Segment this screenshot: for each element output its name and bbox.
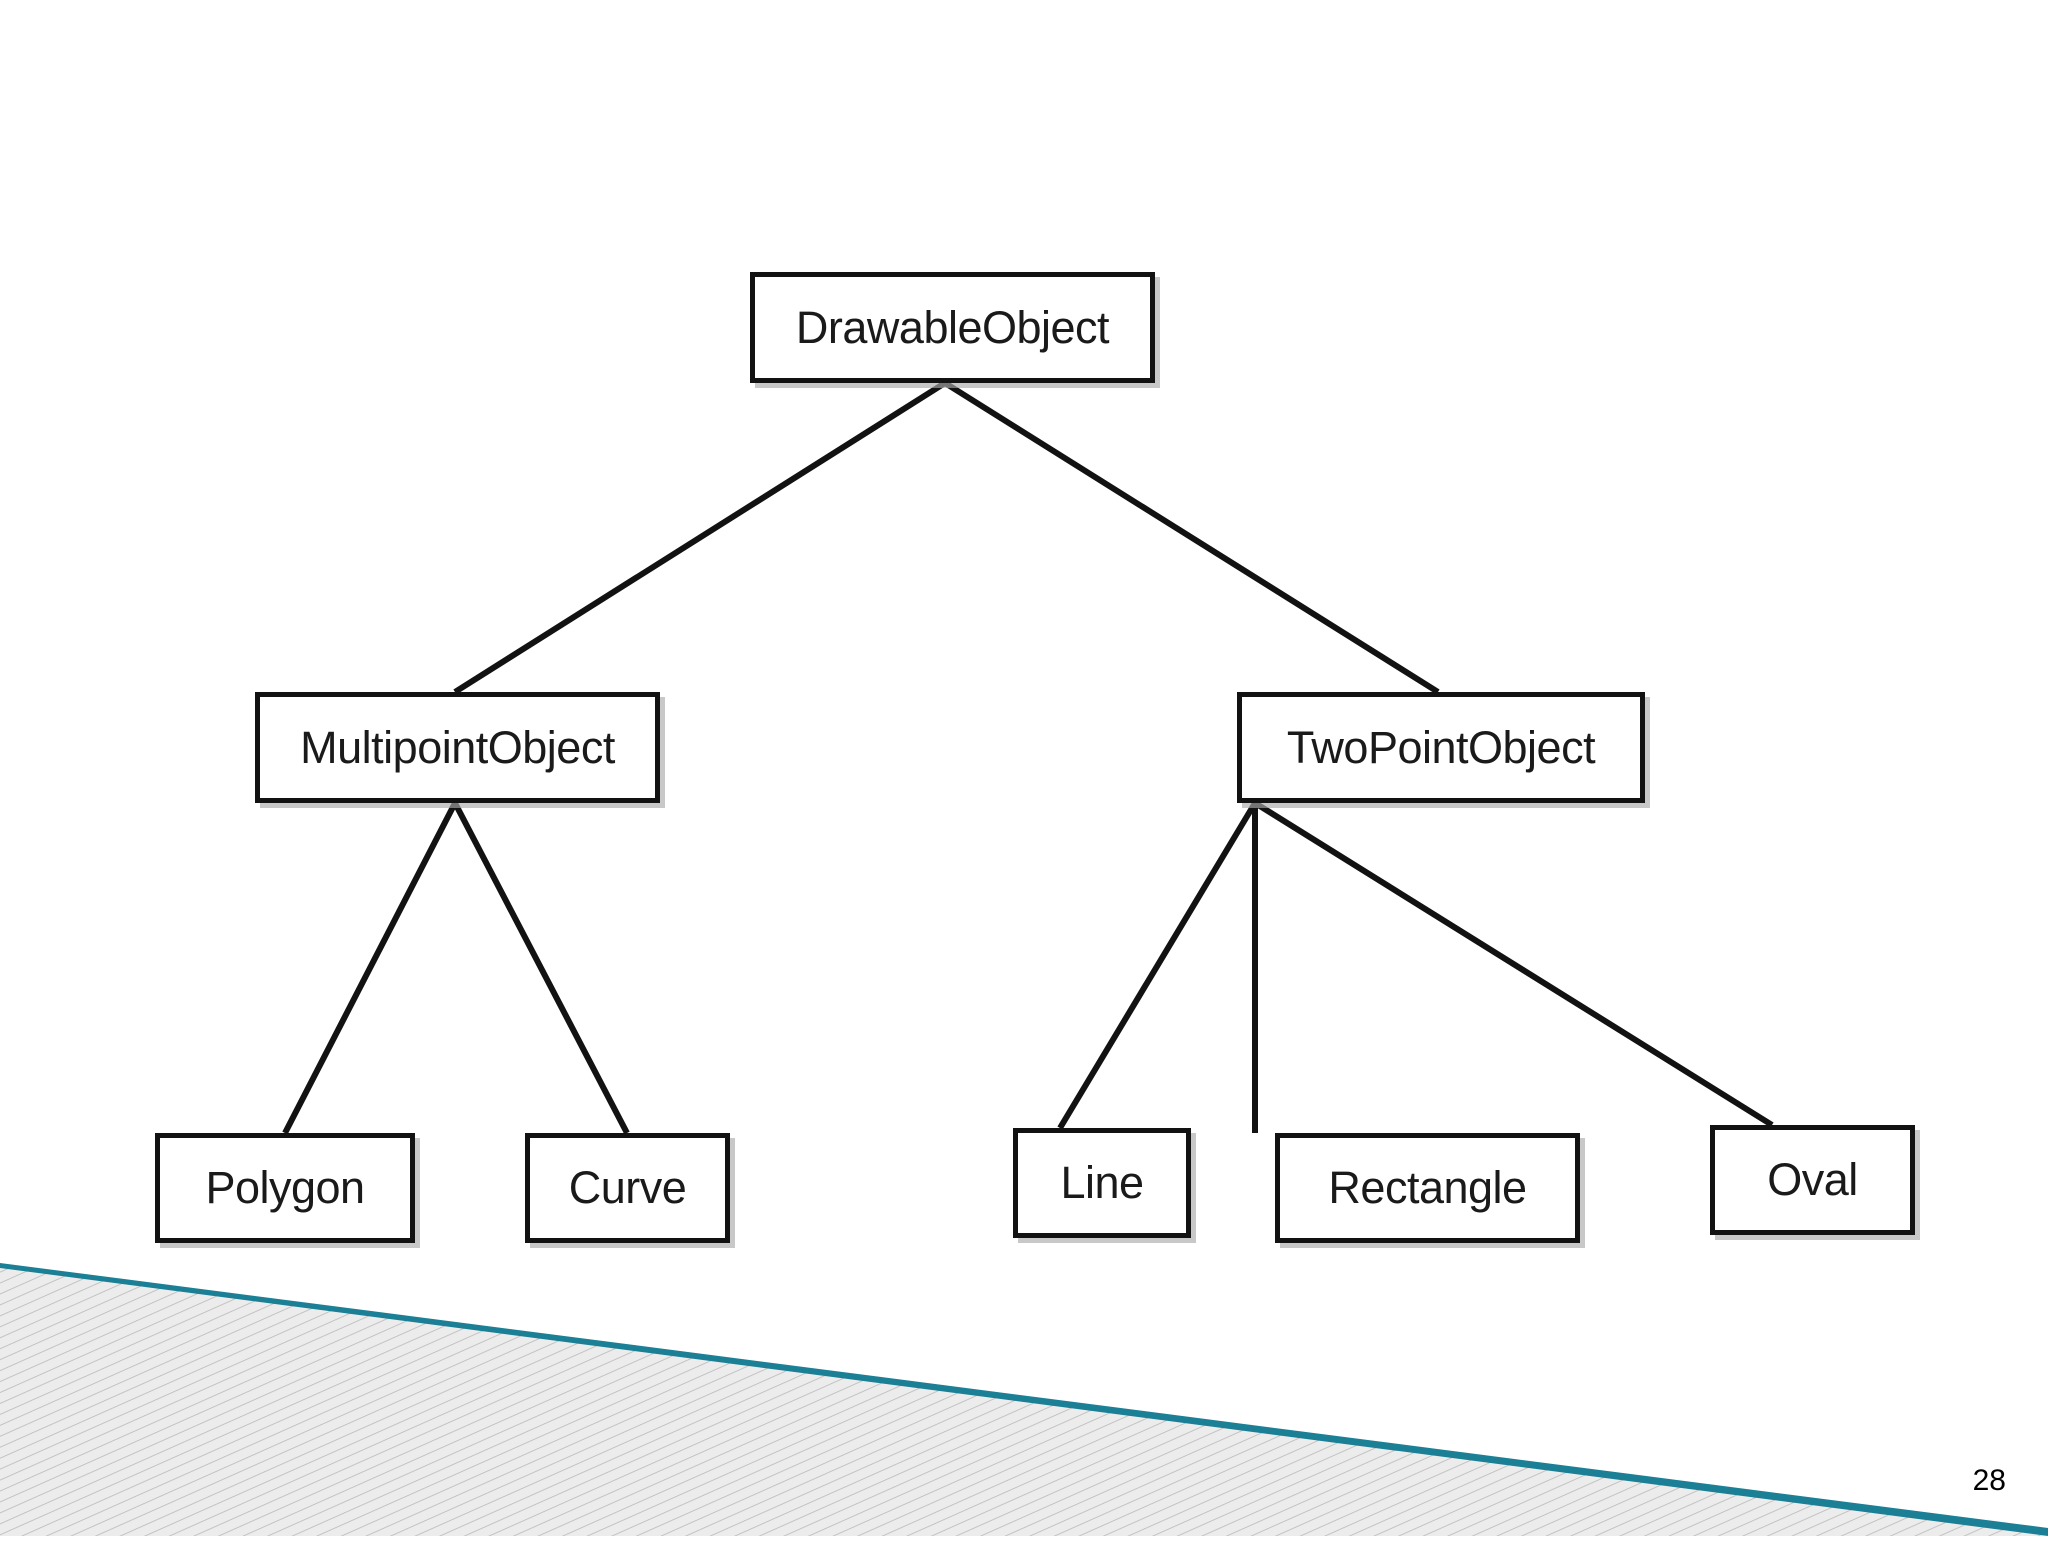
class-node-multipointobject[interactable]: MultipointObject	[255, 692, 660, 803]
class-node-label: MultipointObject	[300, 721, 615, 773]
class-node-drawableobject[interactable]: DrawableObject	[750, 272, 1155, 383]
class-node-label: Polygon	[205, 1162, 365, 1213]
connector-drawableobject-to-multipointobject	[453, 380, 947, 695]
class-node-label: Curve	[568, 1162, 687, 1213]
class-node-label: DrawableObject	[795, 301, 1110, 353]
class-node-label: Line	[1060, 1157, 1144, 1208]
connector-multipointobject-to-polygon	[282, 801, 458, 1135]
connector-twopointobject-to-oval	[1253, 800, 1774, 1128]
class-node-line[interactable]: Line	[1013, 1128, 1191, 1238]
connector-drawableobject-to-twopointobject	[943, 380, 1440, 695]
connector-multipointobject-to-curve	[452, 801, 630, 1135]
class-node-curve[interactable]: Curve	[525, 1133, 730, 1243]
class-node-twopointobject[interactable]: TwoPointObject	[1237, 692, 1645, 803]
class-node-polygon[interactable]: Polygon	[155, 1133, 415, 1243]
class-node-label: TwoPointObject	[1286, 721, 1596, 773]
class-node-rectangle[interactable]: Rectangle	[1275, 1133, 1580, 1243]
class-node-oval[interactable]: Oval	[1710, 1125, 1915, 1235]
page-number: 28	[1972, 1464, 2006, 1497]
class-node-label: Rectangle	[1328, 1162, 1527, 1213]
class-node-label: Oval	[1767, 1154, 1858, 1205]
connector-twopointobject-to-line	[1057, 801, 1258, 1130]
